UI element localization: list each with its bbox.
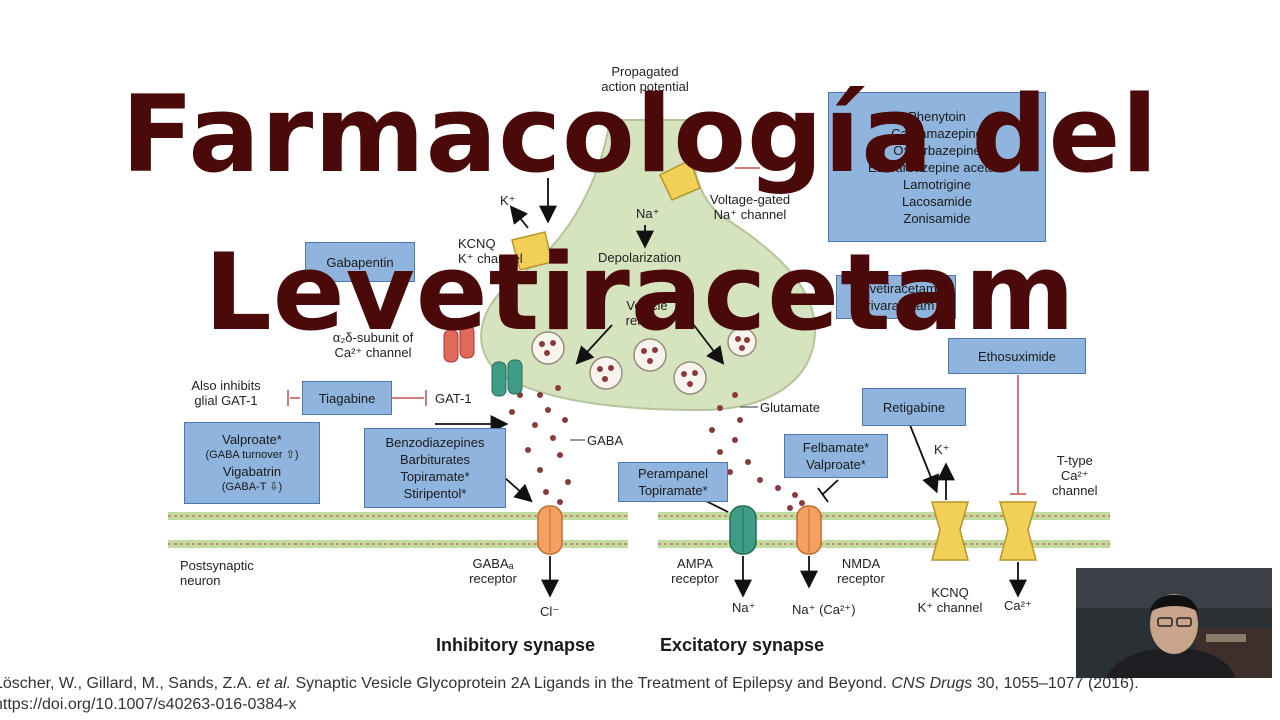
perampanel-box: Perampanel Topiramate*	[618, 462, 728, 502]
gat1-transporter	[491, 359, 523, 397]
postsynaptic-label: Postsynaptic neuron	[180, 558, 254, 588]
vesicle	[589, 356, 623, 390]
k-plus-top: K⁺	[500, 193, 516, 208]
kcnq-bottom-label: KCNQ K⁺ channel	[917, 585, 983, 615]
inhibitory-synapse-label: Inhibitory synapse	[436, 635, 596, 655]
gaba-label: GABA	[587, 433, 624, 448]
felbamate-bar	[817, 479, 839, 503]
a2d-label: α₂δ-subunit of Ca²⁺ channel	[332, 330, 414, 360]
na-ampa-label: Na⁺	[732, 600, 756, 615]
ampa-label: AMPA receptor	[671, 556, 719, 586]
sodium-channel-drugs-box: Phenytoin Carbamazepine Oxcarbazepine Es…	[828, 92, 1046, 242]
vesicle-release-label: Vesicle release	[625, 298, 669, 328]
kcnq-top-label: KCNQ K⁺ channel	[458, 236, 523, 266]
voltage-gated-label: Voltage-gated Na⁺ channel	[709, 192, 791, 222]
gaba-a-label: GABAₐ receptor	[469, 556, 517, 586]
arrows	[435, 178, 1027, 598]
excitatory-membrane	[658, 512, 1110, 548]
citation-line1: Löscher, W., Gillard, M., Sands, Z.A. et…	[0, 675, 1139, 692]
ca-right-label: Ca²⁺	[1004, 598, 1032, 613]
webcam-overlay	[1076, 568, 1272, 678]
propagated-label: Propagated action potential	[601, 64, 689, 94]
citation-doi: https://doi.org/10.1007/s40263-016-0384-…	[0, 696, 297, 713]
presynaptic-na-channel	[659, 158, 701, 201]
gat1-label: GAT-1	[435, 391, 472, 406]
valproate-vigabatrin-box: Valproate* (GABA turnover ⇧) Vigabatrin …	[184, 422, 320, 504]
cl-label: Cl⁻	[540, 604, 560, 619]
vesicle	[633, 338, 667, 372]
nmda-receptor	[796, 505, 822, 555]
depolarization-label: Depolarization	[598, 250, 682, 265]
presynaptic-kcnq-channel	[511, 231, 553, 271]
kcnq-channel-bottom	[931, 501, 969, 561]
vesicle	[673, 361, 707, 395]
inhibition-bars	[287, 167, 1026, 495]
excitatory-synapse-label: Excitatory synapse	[660, 635, 825, 655]
t-type-calcium-channel	[999, 501, 1037, 561]
ampa-receptor	[729, 505, 757, 555]
tiagabine-box: Tiagabine	[302, 381, 392, 415]
vesicle	[727, 327, 757, 357]
ethosuximide-box: Ethosuximide	[948, 338, 1086, 374]
t-type-label: T-type Ca²⁺ channel	[1052, 453, 1098, 498]
glutamate-label: Glutamate	[760, 400, 820, 415]
presenter-video	[1076, 568, 1272, 678]
vesicle	[531, 331, 565, 365]
na-ca-label: Na⁺ (Ca²⁺)	[792, 602, 856, 617]
gaba-a-receptor	[537, 505, 563, 555]
vesicles	[531, 327, 757, 395]
retigabine-box: Retigabine	[862, 388, 966, 426]
nmda-label: NMDA receptor	[837, 556, 885, 586]
leader-lines	[570, 406, 758, 441]
benzodiazepine-box: Benzodiazepines Barbiturates Topiramate*…	[364, 428, 506, 508]
gabapentin-box: Gabapentin	[305, 242, 415, 282]
slide-title-line2: Levetiracetam	[204, 231, 1076, 354]
slide-title-line1: Farmacología del	[121, 73, 1159, 196]
a2d-calcium-channel	[443, 325, 475, 363]
k-plus-right: K⁺	[934, 442, 950, 457]
sv2a-drugs-box: Levetiracetam Brivaracetam	[836, 275, 956, 319]
also-inhibits-label: Also inhibits glial GAT-1	[191, 378, 261, 408]
vesicle-contents	[539, 336, 750, 387]
felbamate-box: Felbamate* Valproate*	[784, 434, 888, 478]
na-plus-top: Na⁺	[636, 206, 660, 221]
